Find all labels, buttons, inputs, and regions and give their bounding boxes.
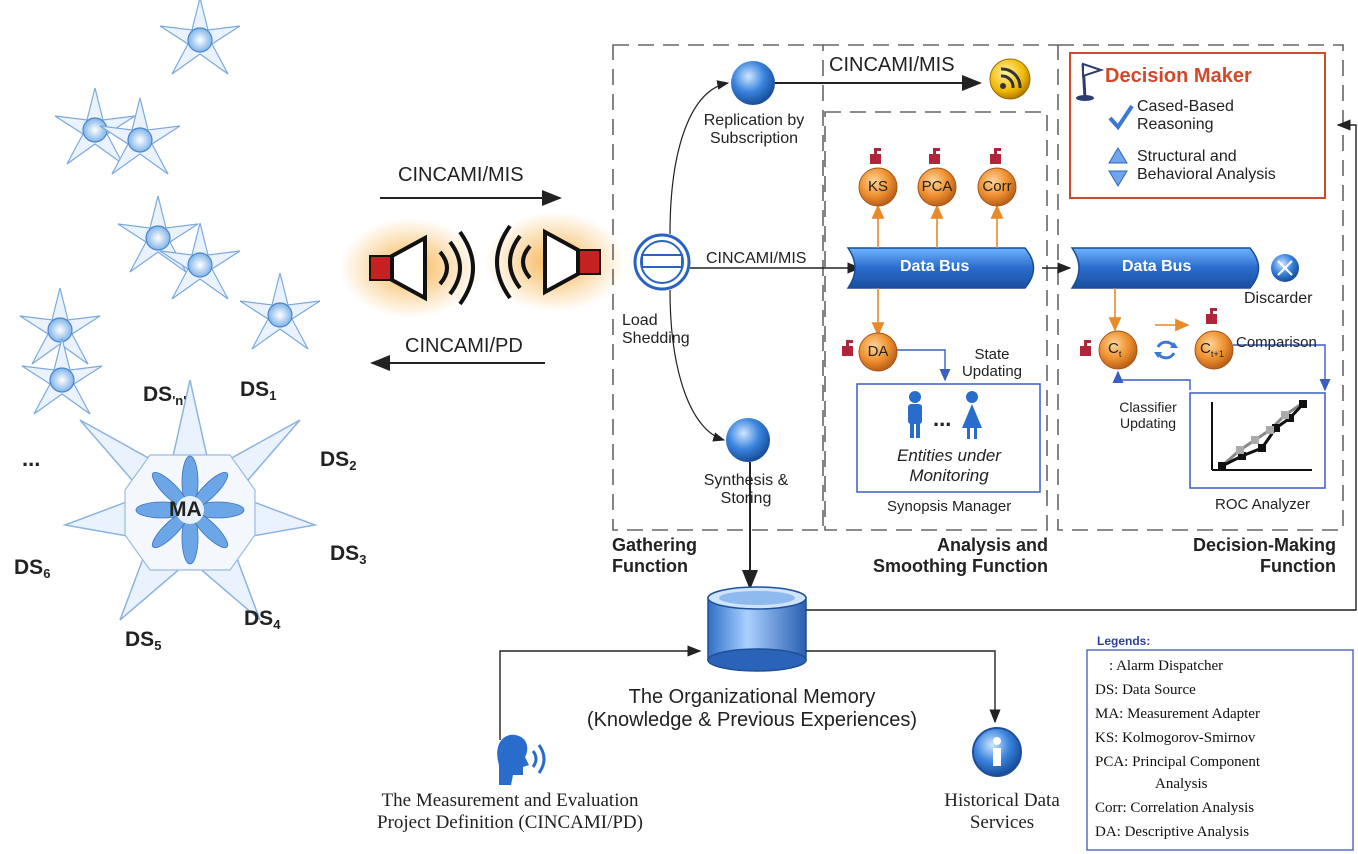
synopsis-manager-box [856,383,1041,493]
roc-chart-icon [1211,400,1312,471]
roc-analyzer-label: ROC Analyzer [1215,496,1311,513]
person-male-icon [908,391,922,438]
person-female-icon [962,391,982,439]
label-mis-mid: CINCAMI/MIS [706,250,807,267]
rss-icon [989,58,1031,100]
cycle-icon [1154,340,1178,360]
ds-2-label: DS2 [320,448,357,473]
legend-item-da: DA: Descriptive Analysis [1095,824,1250,840]
up-down-icon [1108,147,1128,187]
feedback-to-decision [806,119,1357,611]
legend-title: Legends: [1097,634,1151,648]
flag-icon [1076,62,1105,101]
ds-5-label: DS5 [125,628,162,653]
discarder-label: Discarder [1244,290,1313,307]
data-bus-2-label: Data Bus [1122,258,1192,275]
ds-ellipsis: ... [22,446,41,471]
legend-item-pca-cont: Analysis [1155,776,1208,792]
corr-label: Corr [982,178,1012,195]
arrow-project-to-memory [499,645,702,740]
arrow-memory-to-historical [806,650,1001,724]
decision-maker-title: Decision Maker [1105,65,1252,87]
pca-label: PCA [921,178,953,195]
classifier-updating-link [1112,370,1191,390]
legend: Legends: : Alarm Dispatcher DS: Data Sou… [1087,634,1353,850]
ct1-label: Ct+1 [1200,340,1225,359]
data-bus-1-shape [846,247,1035,289]
memory-label: The Organizational Memory(Knowledge & Pr… [586,686,918,731]
label-mis-in: CINCAMI/MIS [398,164,524,186]
comparison-link [1233,344,1331,392]
label-mis-top: CINCAMI/MIS [829,54,955,76]
data-bus-1-label: Data Bus [900,258,970,275]
legend-item-corr: Corr: Correlation Analysis [1095,800,1255,816]
da-label: DA [867,343,889,360]
speaker-icons [340,212,625,318]
check-icon [1108,104,1134,131]
analysis-nodes [858,167,1234,372]
ds-4-label: DS4 [244,607,281,632]
ds-n-label: DS'n' [143,383,187,408]
load-shedding-node [633,233,691,291]
measurement-adapter-icon [62,379,318,621]
comparison-label: Comparison [1236,334,1317,351]
ct-label: Ct [1108,340,1122,359]
legend-box [1086,649,1354,851]
legend-item-ds: DS: Data Source [1095,682,1196,698]
state-updating-link [897,349,951,382]
legend-item-ma: MA: Measurement Adapter [1095,706,1260,722]
ks-label: KS [867,178,888,195]
conn-replication [669,80,730,235]
info-icon [972,727,1022,777]
data-bus-2-shape [1070,247,1260,289]
synthesis-node [726,418,770,462]
legend-item-pca: PCA: Principal Component [1095,754,1260,770]
function-frames [612,44,1344,531]
legend-item-ks: KS: Kolmogorov-Smirnov [1095,730,1256,746]
ds-3-label: DS3 [330,542,367,567]
conn-synthesis [669,289,726,442]
entities-dots: ... [933,406,952,431]
synthesis-label: Synthesis &Storing [703,472,789,507]
speaking-head-icon [497,734,546,785]
replication-node [731,61,775,105]
legend-item-alarm: : Alarm Dispatcher [1109,658,1224,674]
data-source-stars [19,0,321,415]
label-pd-out: CINCAMI/PD [405,335,523,357]
ds-1-label: DS1 [240,378,277,403]
discarder-icon [1271,254,1299,282]
database-icon [707,586,807,672]
ds-6-label: DS6 [14,556,51,581]
ma-label: MA [169,498,202,521]
synopsis-manager-label: Synopsis Manager [887,498,1012,515]
